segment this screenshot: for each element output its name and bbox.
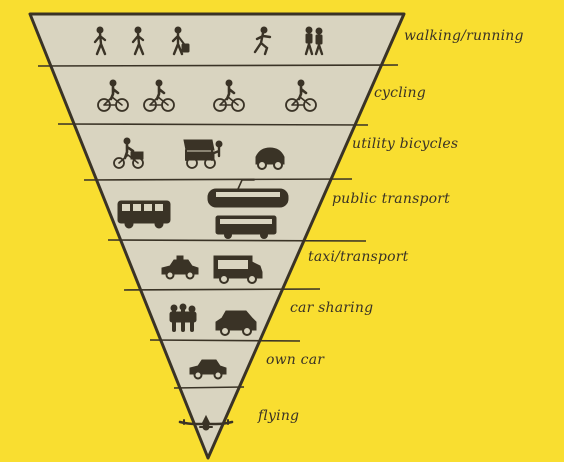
- tier-label-car-sharing: car sharing: [290, 300, 373, 316]
- tier-divider: [108, 240, 366, 241]
- tier-label-cycling: cycling: [374, 85, 426, 101]
- tier-label-public-transport: public transport: [332, 191, 450, 207]
- tier-divider: [174, 387, 244, 388]
- tier-label-own-car: own car: [266, 352, 324, 368]
- tier-divider: [84, 179, 352, 180]
- tier-label-walking-running: walking/running: [404, 28, 524, 44]
- tier-divider: [58, 124, 368, 125]
- tier-label-utility-bicycles: utility bicycles: [352, 136, 458, 152]
- hierarchy-triangle: [30, 14, 404, 458]
- tier-divider: [150, 340, 300, 341]
- tier-label-flying: flying: [258, 408, 299, 424]
- tier-divider: [124, 289, 320, 290]
- tier-label-taxi-transport: taxi/transport: [308, 249, 408, 265]
- group-of-people-icon: [170, 304, 196, 330]
- tier-divider: [38, 65, 398, 66]
